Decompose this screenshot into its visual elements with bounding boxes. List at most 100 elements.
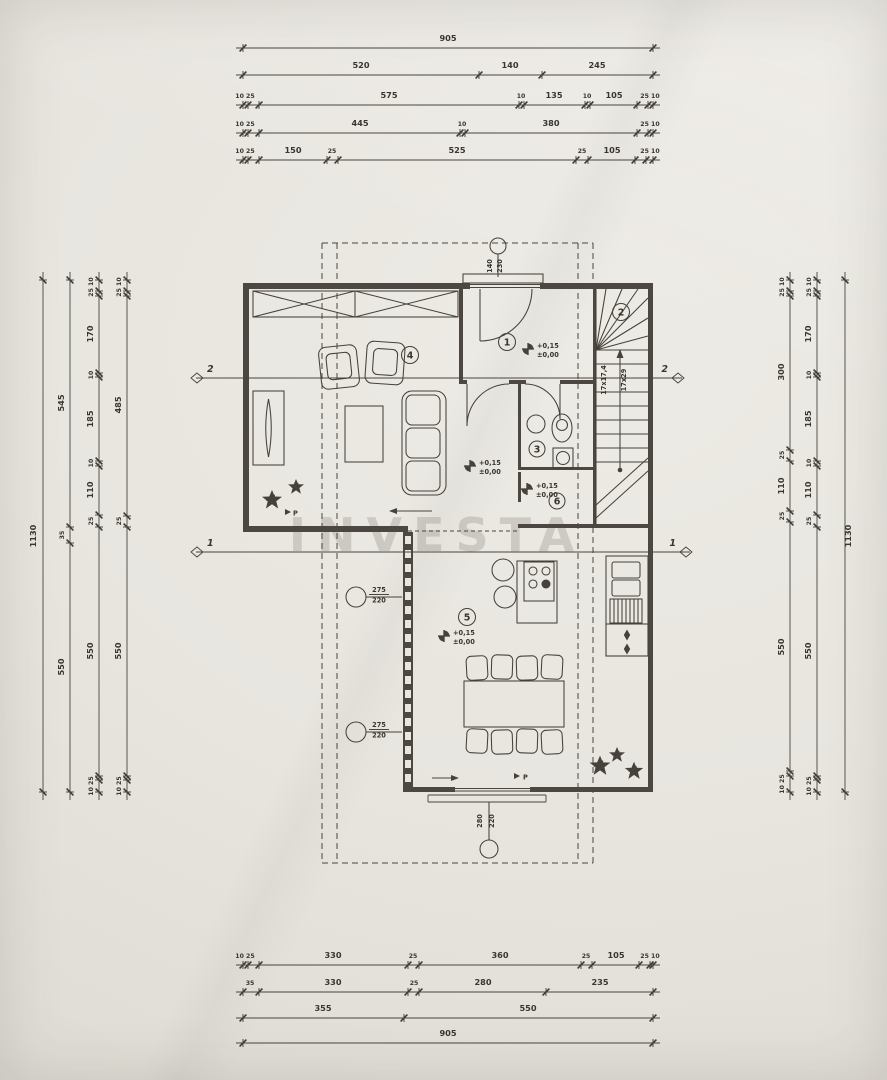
living-room: P: [252, 290, 459, 518]
dim-label: 25 10: [116, 277, 123, 297]
plant-icon: [262, 490, 282, 509]
dim-label: 25: [582, 953, 591, 960]
svg-text:±0,00: ±0,00: [453, 638, 475, 646]
dim-label: 105: [607, 950, 624, 960]
chair: [515, 728, 539, 754]
svg-text:2: 2: [618, 308, 625, 319]
dim-label: 10: [517, 93, 526, 100]
svg-text:+0,15: +0,15: [479, 459, 501, 467]
chair: [540, 728, 564, 756]
room-number-badge: 1: [497, 332, 517, 352]
room-number-badge: 5: [457, 607, 477, 627]
sideboard: [252, 390, 285, 466]
dim-label: 380: [542, 118, 559, 128]
svg-text:3: 3: [534, 445, 541, 456]
dim-label: 10: [458, 121, 467, 128]
cabinet-symbol: [623, 643, 631, 655]
plant-icon: [609, 747, 625, 762]
svg-text:275: 275: [372, 586, 386, 594]
dim-label: 110: [85, 481, 95, 498]
dim-label: 235: [591, 977, 608, 987]
dim-label: 185: [803, 410, 813, 427]
dim-label: 10 25: [235, 93, 254, 100]
svg-text:±0,00: ±0,00: [537, 351, 559, 359]
door-swing-arc: [524, 383, 561, 420]
dim-label: 25: [779, 512, 786, 521]
dim-label: 575: [380, 90, 397, 100]
dim-label: 300: [776, 363, 786, 380]
level-marker: +0,15 ±0,00: [520, 482, 558, 499]
dim-label: 905: [439, 1028, 456, 1038]
dim-label: 25: [116, 517, 123, 526]
section-label: 2: [207, 364, 214, 375]
bar-stool: [491, 558, 515, 582]
svg-text:±0,00: ±0,00: [479, 468, 501, 476]
section-label: 1: [669, 538, 676, 549]
svg-text:220: 220: [372, 732, 386, 740]
opening-marker-top: 140 230: [486, 237, 507, 277]
wc: [526, 413, 574, 469]
chair: [465, 654, 489, 682]
dim-label: 25: [410, 980, 419, 987]
dim-label: 525: [448, 145, 465, 155]
sink: [526, 414, 546, 434]
dim-label: 105: [605, 90, 622, 100]
stair-direction-arrow: [616, 349, 624, 358]
kitchen-island: [516, 560, 558, 624]
dim-label: 135: [545, 90, 562, 100]
svg-text:1: 1: [504, 338, 511, 349]
dim-label: 550: [56, 658, 66, 675]
dim-label: 25: [88, 517, 95, 526]
dim-label: 10 25: [779, 774, 786, 793]
dim-label: 1130: [843, 524, 853, 547]
entrance-arrow: [432, 775, 459, 781]
sink-bowl: [611, 579, 641, 597]
top-dimension-block: 905 520 140 245 10 25 575 10 135 10 105 …: [235, 33, 660, 165]
dim-label: 25: [578, 148, 587, 155]
right-dimension-block: 25 10 300 25 110 25 550 10 25 25 10 170 …: [776, 272, 853, 800]
dim-label: 550: [113, 642, 123, 659]
washing-machine: [552, 447, 574, 469]
section-marker-diamond: [679, 546, 693, 558]
room-number-badge: 2: [611, 302, 631, 322]
dim-label: 25: [409, 953, 418, 960]
kitchen-counter: [605, 555, 649, 657]
dim-label: 25: [328, 148, 337, 155]
kitchen-dining: P: [432, 555, 649, 782]
dim-label: 485: [113, 396, 123, 413]
section-marker-diamond: [190, 546, 204, 558]
section-label: 2: [661, 364, 668, 375]
dim-label: 245: [588, 60, 605, 70]
armchair: [318, 344, 360, 390]
room-number-badge: 3: [528, 440, 546, 458]
window-marker: 275 220: [345, 586, 402, 608]
room-number-badge: 4: [400, 345, 420, 365]
svg-text:P: P: [523, 774, 528, 782]
dim-label: 25 10: [88, 277, 95, 297]
built-in-closet: [252, 290, 459, 318]
dim-label: 545: [56, 394, 66, 411]
dim-label: 10: [88, 370, 95, 379]
dim-label: 185: [85, 410, 95, 427]
dim-label: 10 25: [235, 953, 254, 960]
entry-step: [427, 794, 547, 803]
dim-label: 10 25: [235, 121, 254, 128]
sofa: [401, 390, 447, 496]
dim-label: 35: [246, 980, 255, 987]
armchair: [364, 340, 406, 386]
dim-label: 25 10: [640, 121, 660, 128]
svg-text:+0,15: +0,15: [537, 342, 559, 350]
dim-label: 25 10: [640, 148, 660, 155]
dim-label: 520: [352, 60, 369, 70]
dim-label: 140: [501, 60, 518, 70]
section-marker-diamond: [190, 372, 204, 384]
dim-label: 550: [803, 642, 813, 659]
dim-label: 10: [88, 458, 95, 467]
door-swing-arc: [479, 288, 533, 342]
svg-text:6: 6: [554, 497, 561, 508]
dim-label: 550: [519, 1003, 536, 1013]
chair: [490, 654, 514, 680]
bottom-dimension-block: 10 25 330 25 360 25 105 25 10 35 330 25 …: [235, 950, 660, 1048]
